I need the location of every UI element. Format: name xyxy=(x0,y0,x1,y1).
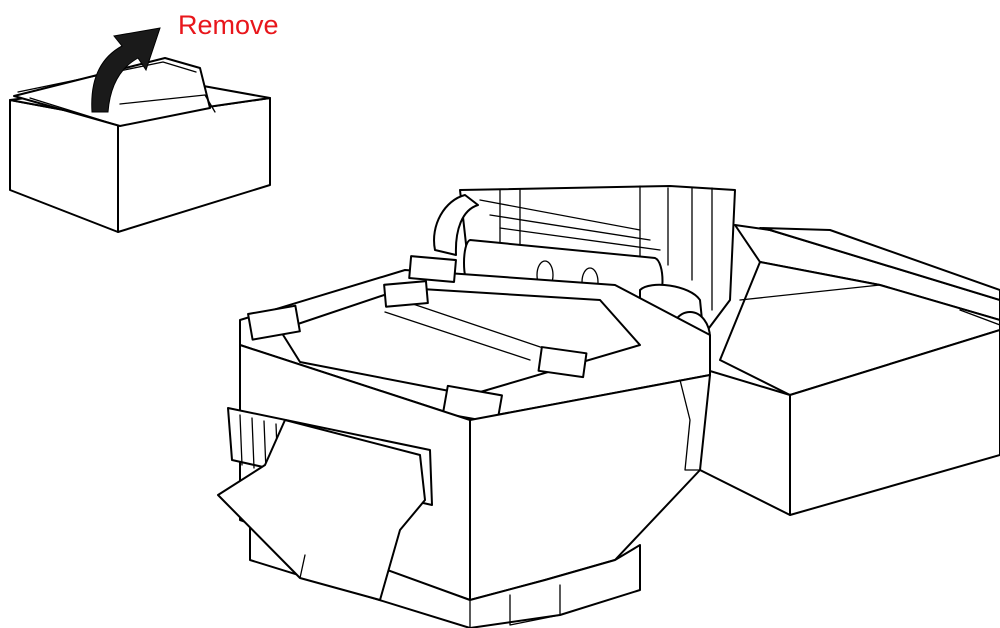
remove-instruction-label: Remove xyxy=(178,10,279,40)
printer xyxy=(217,185,736,628)
label-paper xyxy=(217,419,426,601)
small-box xyxy=(9,57,271,233)
large-box xyxy=(689,224,1000,516)
curved-arrow-up-icon xyxy=(91,27,161,113)
